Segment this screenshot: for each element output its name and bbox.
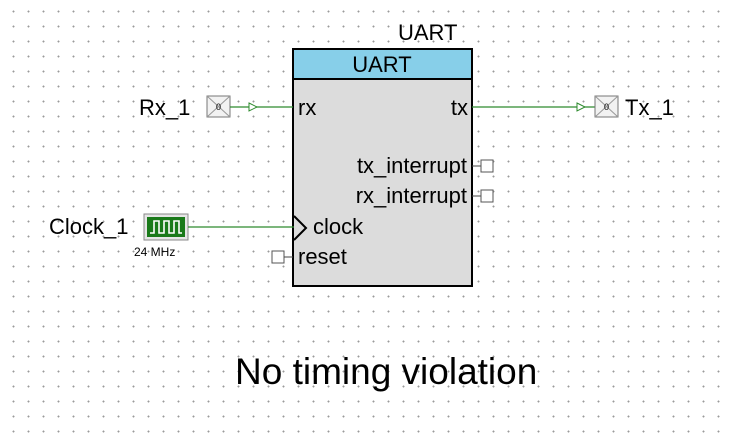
- tx-output-port[interactable]: 0 Tx_1: [594, 95, 674, 120]
- clock-edge-marker: [293, 215, 308, 241]
- tx-port-glyph: 0: [604, 102, 609, 112]
- pin-label-tx: tx: [451, 95, 468, 120]
- rx-port-glyph: 0: [216, 102, 221, 112]
- uart-header-label: UART: [352, 52, 412, 77]
- rx-input-port[interactable]: Rx_1 0: [139, 95, 231, 120]
- pin-label-rx: rx: [298, 95, 316, 120]
- tx-direction-arrow: [576, 102, 587, 112]
- tx-port-label: Tx_1: [625, 95, 674, 120]
- rx-port-label: Rx_1: [139, 95, 190, 120]
- reset-terminal[interactable]: [271, 250, 293, 264]
- uart-header: [292, 48, 473, 80]
- pin-label-tx-interrupt: tx_interrupt: [357, 153, 467, 178]
- uart-component[interactable]: UART UART rx tx tx_interrupt rx_interrup…: [292, 20, 473, 287]
- clock-frequency: 24 MHz: [134, 245, 175, 259]
- clock-waveform-icon: [147, 217, 185, 237]
- pin-label-reset: reset: [298, 244, 347, 269]
- uart-body: [292, 48, 473, 287]
- uart-instance-name: UART: [398, 20, 458, 45]
- clock-source[interactable]: Clock_1 24 MHz: [49, 213, 189, 259]
- pin-label-rx-interrupt: rx_interrupt: [356, 183, 467, 208]
- clock-source-label: Clock_1: [49, 214, 128, 239]
- pin-label-clock: clock: [313, 214, 364, 239]
- timing-status-message: No timing violation: [235, 351, 537, 392]
- tx-interrupt-terminal[interactable]: [472, 159, 494, 173]
- rx-interrupt-terminal[interactable]: [472, 189, 494, 203]
- rx-direction-arrow: [248, 102, 259, 112]
